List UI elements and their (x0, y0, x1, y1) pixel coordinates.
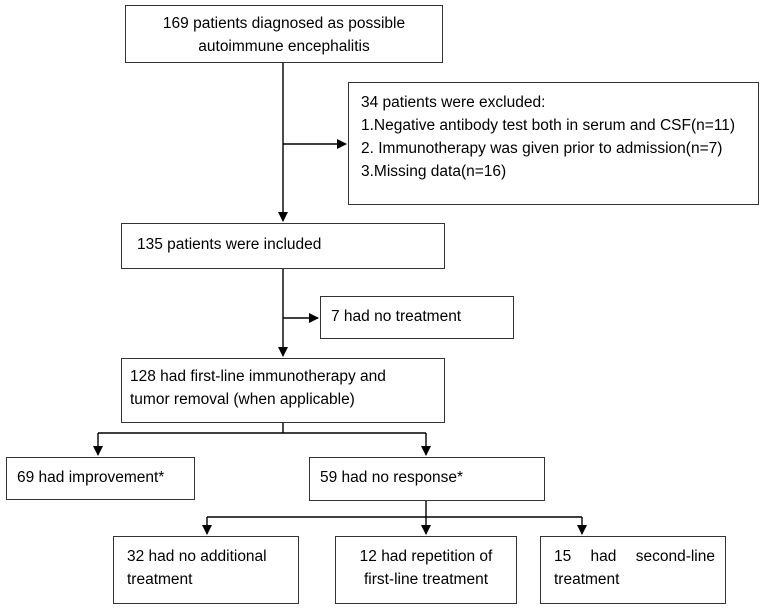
box-no-treatment: 7 had no treatment (320, 296, 514, 339)
no-additional-line-1: 32 had no additional (127, 548, 267, 565)
box-no-additional: 32 had no additional treatment (113, 536, 299, 604)
diagnosed-line-1: 169 patients diagnosed as possible (162, 15, 406, 32)
excluded-item-2: 2. Immunotherapy was given prior to admi… (361, 140, 723, 157)
no-additional-line-2: treatment (127, 571, 193, 588)
box-no-response: 59 had no response* (309, 457, 545, 501)
box-included: 135 patients were included (121, 223, 445, 269)
first-line-line-1: 128 had first-line immunotherapy and (130, 368, 386, 385)
box-first-line: 128 had first-line immunotherapy and tum… (121, 358, 445, 423)
no-response-text: 59 had no response* (320, 469, 464, 486)
second-line-word-1: 15 (554, 548, 572, 565)
second-line-word-3: second-line (635, 548, 715, 565)
second-line-line-2: treatment (554, 571, 620, 588)
improvement-text: 69 had improvement* (17, 469, 165, 486)
excluded-title: 34 patients were excluded: (361, 94, 546, 111)
box-repetition: 12 had repetition of first-line treatmen… (335, 536, 517, 604)
box-second-line: 15 had second-line treatment (540, 536, 726, 604)
repetition-line-2: first-line treatment (363, 571, 489, 588)
repetition-line-1: 12 had repetition of (359, 548, 493, 565)
no-treatment-text: 7 had no treatment (331, 308, 462, 325)
excluded-item-1: 1.Negative antibody test both in serum a… (361, 117, 736, 134)
excluded-item-3: 3.Missing data(n=16) (361, 163, 507, 180)
box-excluded: 34 patients were excluded: 1.Negative an… (348, 82, 759, 205)
included-text: 135 patients were included (137, 236, 322, 253)
second-line-line-1: 15 had second-line (554, 545, 715, 568)
box-improvement: 69 had improvement* (6, 457, 195, 500)
box-diagnosed: 169 patients diagnosed as possible autoi… (125, 5, 443, 63)
first-line-line-2: tumor removal (when applicable) (130, 391, 355, 408)
diagnosed-line-2: autoimmune encephalitis (198, 38, 370, 55)
second-line-word-2: had (590, 548, 617, 565)
